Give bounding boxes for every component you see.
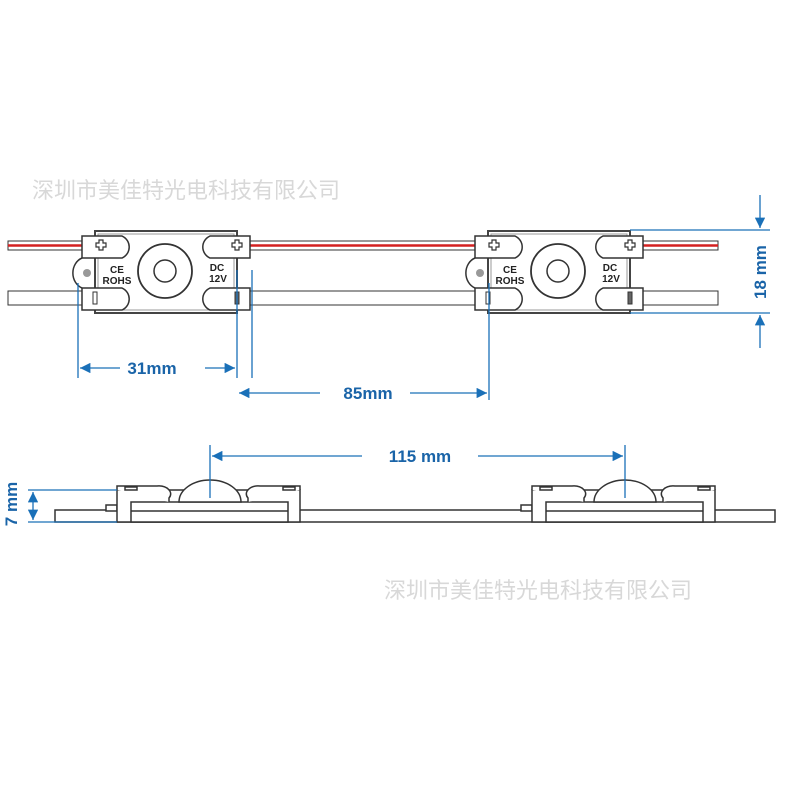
watermark-bottom: 深圳市美佳特光电科技有限公司 <box>384 579 692 604</box>
voltage-label: DC <box>210 263 224 274</box>
voltage-label-2: 12V <box>602 274 620 285</box>
cert-label-2: ROHS <box>496 276 525 287</box>
led-module-1: CE ROHS DC 12V <box>71 230 251 314</box>
voltage-label: DC <box>603 263 617 274</box>
wires <box>7 240 719 306</box>
dimension-label: 7 mm <box>2 482 21 526</box>
dimension-7mm: 7 mm <box>2 482 117 526</box>
dimension-85mm: 85mm <box>238 283 490 403</box>
cert-label-2: ROHS <box>103 276 132 287</box>
dimension-18mm: 18 mm <box>630 195 770 348</box>
watermark-top: 深圳市美佳特光电科技有限公司 <box>32 179 340 204</box>
led-module-2: CE ROHS DC 12V <box>464 230 644 314</box>
side-view <box>54 479 776 523</box>
cert-label: CE <box>503 265 517 276</box>
voltage-label-2: 12V <box>209 274 227 285</box>
dimension-label: 18 mm <box>751 245 770 299</box>
cert-label: CE <box>110 265 124 276</box>
dimension-label: 85mm <box>343 384 392 403</box>
dimension-label: 31mm <box>127 359 176 378</box>
dimension-31mm: 31mm <box>77 270 253 378</box>
dimension-label: 115 mm <box>389 447 451 466</box>
dimension-115mm: 115 mm <box>209 445 626 498</box>
